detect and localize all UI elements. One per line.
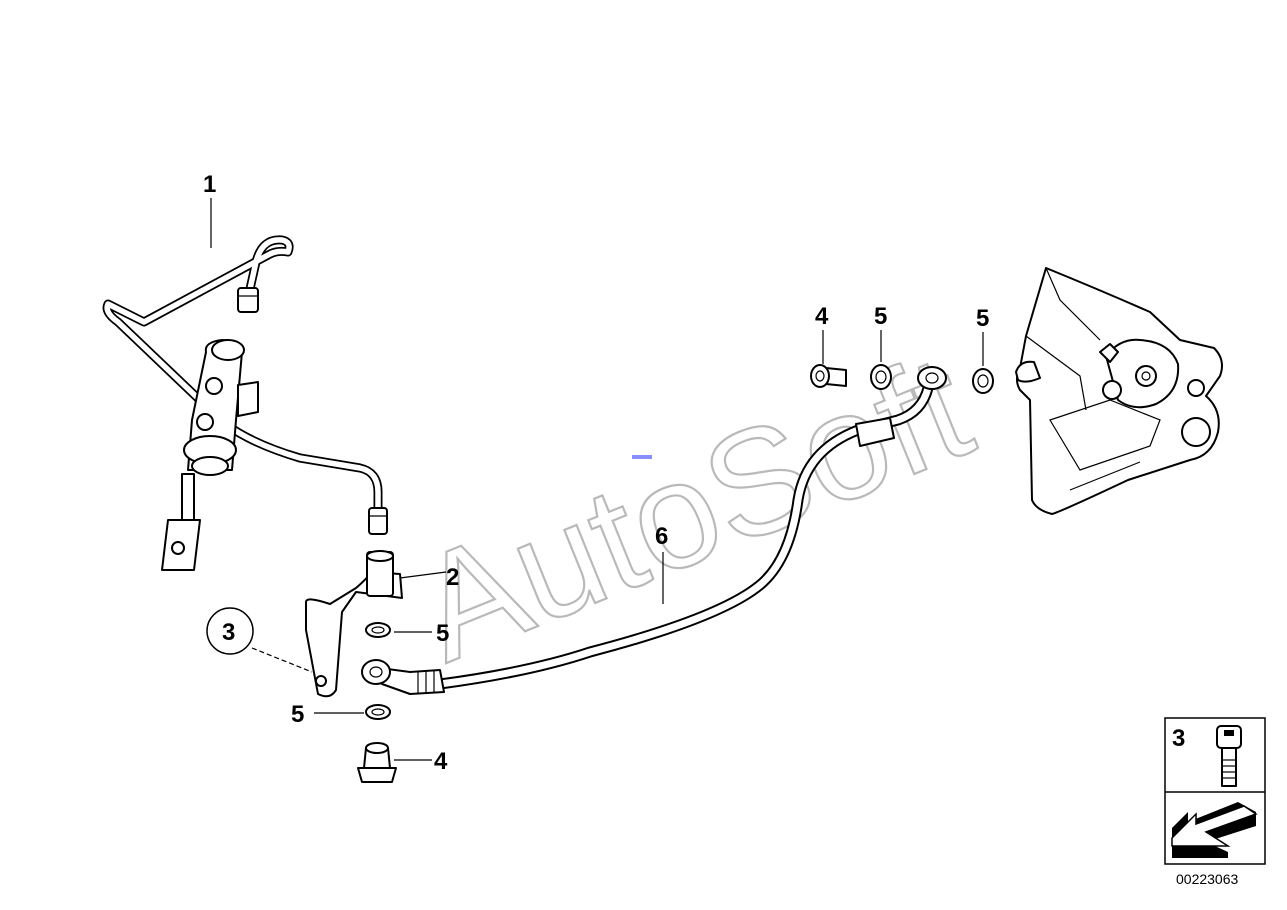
banjo-bolt[interactable] (357, 742, 397, 783)
callout-5: 5 (976, 305, 989, 332)
inset-callout-3: 3 (1172, 725, 1185, 752)
watermark-mark (632, 455, 652, 459)
arrow-icon (1171, 802, 1258, 858)
leader-lines (210, 198, 984, 761)
diagram-number: 00223063 (1176, 871, 1239, 887)
clutch-hose-part-6[interactable] (361, 366, 947, 695)
banjo-bolt[interactable] (810, 364, 847, 388)
hose-sleeve-upper (855, 417, 895, 447)
screw-icon (1216, 725, 1242, 787)
callout-3-circle (206, 607, 254, 655)
callout-5: 5 (874, 303, 887, 330)
bracket-part-2[interactable] (305, 550, 403, 698)
callout-3: 3 (222, 619, 235, 646)
watermark: AutoSoft (395, 322, 991, 693)
hose-fitting-lower (379, 667, 445, 695)
line-fitting-bottom (368, 507, 388, 535)
callout-1: 1 (203, 171, 216, 198)
callout-5: 5 (436, 620, 449, 647)
inset-panel: 3 (1164, 717, 1266, 865)
callout-4: 4 (434, 748, 448, 775)
pushrod (181, 473, 195, 523)
callout-6: 6 (655, 523, 668, 550)
clutch-line-part-1[interactable] (102, 235, 388, 535)
callout-2: 2 (446, 564, 459, 591)
slave-cylinder-housing (1015, 267, 1223, 515)
callout-5: 5 (291, 701, 304, 728)
clutch-master-cylinder[interactable] (161, 339, 259, 571)
bracket-hole (315, 675, 327, 687)
line-fitting-top (237, 287, 259, 313)
callout-4: 4 (815, 303, 829, 330)
cylinder-port (237, 381, 259, 417)
